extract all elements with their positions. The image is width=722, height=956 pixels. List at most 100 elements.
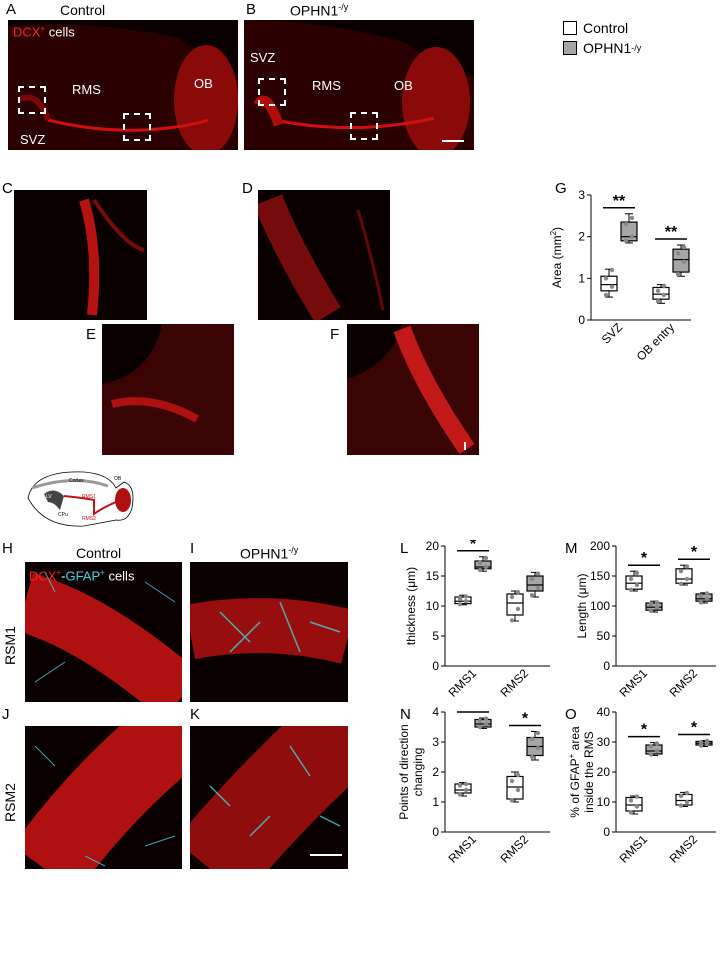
y-tick-label: 1 [432,795,439,809]
y-tick-label: 20 [426,540,440,553]
y-tick-label: 40 [597,706,611,719]
panel-letter-c: C [2,180,13,197]
y-tick-label: 3 [432,735,439,749]
micrograph-d [258,190,390,320]
svz-roi-box-a [18,86,46,114]
data-point [629,234,635,239]
panel-letter-n: N [400,706,411,723]
significance-star: * [641,550,648,567]
data-point [698,743,704,748]
data-point [629,215,635,221]
y-tick-label: 2 [432,765,439,779]
y-tick-label: 0 [603,825,610,839]
y-tick-label: 10 [426,599,440,613]
panel-letter-d: D [242,180,253,197]
box-control [625,575,643,590]
y-axis-label: Length (μm) [575,574,589,639]
data-point [628,810,634,815]
y-tick-label: 1 [578,271,585,285]
data-point [457,596,463,601]
panel-letter-k: K [190,706,201,723]
significance-star: * [641,722,648,739]
data-point [463,594,469,599]
schematic-rms1-label: RMS1 [82,494,96,500]
svz-strands-d [258,194,385,320]
y-axis-label: Points of directionchanging [397,724,425,819]
data-point [535,730,541,736]
ob-roi-box-b [350,112,378,140]
data-point [623,238,629,244]
data-point [634,794,640,799]
micrograph-i [190,562,348,702]
data-point [509,798,515,803]
box-ophn1 [645,744,663,755]
micrograph-c [14,190,147,320]
box-control [675,568,693,584]
box-ophn1 [620,221,638,242]
y-axis-label: thickness (μm) [404,567,418,645]
panel-letter-m: M [565,540,578,557]
x-category-label: RMS1 [446,832,480,866]
data-point [609,284,615,289]
data-point [535,571,541,576]
panel-letter-j: J [2,706,10,723]
data-point [681,244,687,250]
panel-a-title: Control [60,2,106,18]
legend-swatch-ophn1 [563,41,577,55]
rms2-ophn1-fibers [190,726,348,869]
box-control [506,593,524,616]
panel-letter-g: G [555,180,567,197]
data-point [661,292,667,298]
micrograph-e [102,324,234,455]
data-point [648,608,654,613]
scale-bar-f [464,442,466,450]
svg-text:CPu: CPu [58,512,68,518]
ob-entry-f [347,324,479,455]
significance-star: * [470,540,477,553]
svz-roi-box-b [258,78,286,106]
data-point [698,739,704,745]
data-point [675,251,681,256]
ob-label-a: OB [194,76,213,91]
rms-label-b: RMS [312,78,341,93]
data-point [483,564,489,570]
significance-star: * [470,706,477,714]
rms1-control-fibers [25,571,182,702]
rms-label-a: RMS [72,82,101,97]
legend-swatch-control [563,21,577,35]
data-point [648,602,654,607]
data-point [603,292,609,298]
box-control [625,796,643,812]
data-point [684,799,690,805]
rms1-ophn1-fibers [190,598,348,664]
data-point [684,790,690,796]
data-point [634,570,640,576]
svg-text:OB: OB [114,476,122,482]
data-point [628,587,634,592]
svz-label-b: SVZ [250,50,276,65]
svz-label-a: SVZ [20,132,46,147]
data-point [654,741,660,746]
y-tick-label: 20 [597,765,611,779]
y-tick-label: 200 [590,540,610,553]
data-point [623,221,629,227]
data-point [483,716,489,721]
ob-entry-e [102,324,234,455]
schematic-cpu-label: CPu [58,512,68,518]
data-point [655,288,661,294]
significance-star: ** [665,224,678,241]
data-point [655,299,661,304]
rms2-control-fibers [25,726,182,869]
schematic-lv-label: LV [46,494,52,500]
y-tick-label: 3 [578,188,585,202]
x-category-label: RMS2 [667,832,701,866]
legend-item-ophn1: OPHN1-/y [563,40,641,56]
data-point [535,745,541,751]
schematic-drawing: Cortex OB LV CPu RMS1 RMS2 [27,471,134,527]
data-point [463,599,469,604]
data-point [704,591,710,596]
box-ophn1 [526,575,544,592]
dcx-cells-label: DCX+ cells [13,24,75,40]
